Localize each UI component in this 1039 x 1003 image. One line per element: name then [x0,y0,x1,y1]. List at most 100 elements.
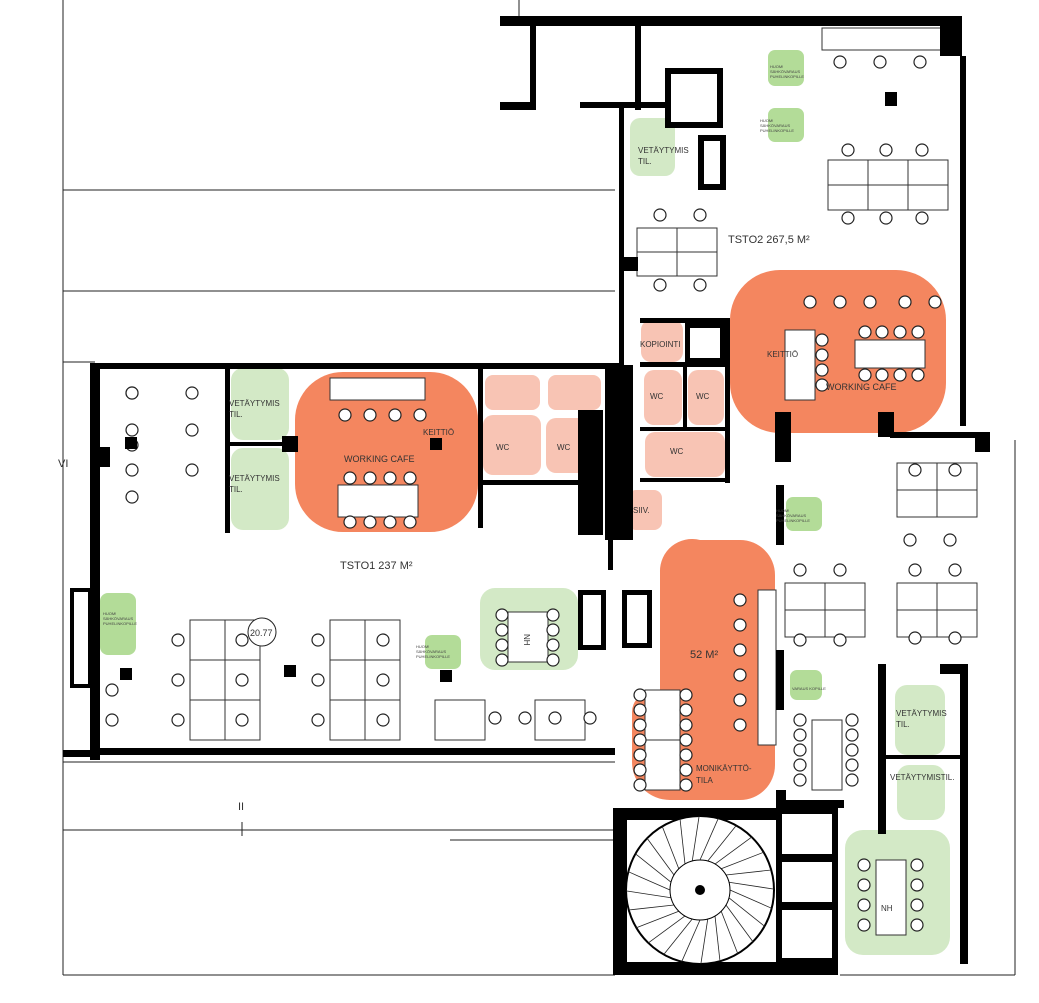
chair [948,563,962,577]
chair [903,533,917,547]
chair [793,728,807,742]
desk [827,159,869,186]
chair [793,563,807,577]
svg-text:PUHELINKOPILLE: PUHELINKOPILLE [760,128,794,133]
chair [879,143,893,157]
chair [857,918,871,932]
chair [633,733,647,747]
label-cleaning: SIIV. [633,506,650,515]
chair [125,490,139,504]
label-wc-1: WC [496,443,510,452]
chair [908,631,922,645]
chair [908,463,922,477]
desk [824,582,866,611]
wc-zone-5 [644,370,682,425]
chair [875,325,889,339]
phone-booth-4 [425,635,461,669]
chair [733,693,747,707]
svg-text:SÄHKÖVARAUS: SÄHKÖVARAUS [760,123,790,128]
chair [633,703,647,717]
chair [679,778,693,792]
chair [873,55,887,69]
desk [896,582,938,611]
chair [913,55,927,69]
chair [915,143,929,157]
chair [845,743,859,757]
chair [833,563,847,577]
desk [811,719,843,791]
svg-text:PUHELINKOPILLE: PUHELINKOPILLE [103,621,137,626]
chair [343,471,357,485]
chair [125,463,139,477]
desk [337,484,419,518]
label-multi-2: TILA [696,776,714,785]
chair [363,515,377,529]
desk [676,251,718,277]
chair [803,295,817,309]
desk [644,739,681,791]
label-wc-5: WC [670,447,684,456]
chair [858,368,872,382]
desk [189,659,226,701]
working-cafe-right-zone [730,270,946,433]
stair-step [646,838,675,876]
phone-note-3: HUOM! SÄHKÖVARAUS PUHELINKOPILLE [103,611,137,626]
stair-step [628,871,671,891]
svg-text:SÄHKÖVARAUS: SÄHKÖVARAUS [776,513,806,518]
chair [363,471,377,485]
chair [495,653,509,667]
desk [907,184,949,211]
svg-text:PUHELINKOPILLE: PUHELINKOPILLE [416,654,450,659]
chair [171,673,185,687]
level-marker-circle [247,617,277,647]
chair [311,713,325,727]
svg-text:HUOM!: HUOM! [416,644,429,649]
chair [911,325,925,339]
chair [105,683,119,697]
chair [488,711,502,725]
chair [793,633,807,647]
chair [948,631,962,645]
chair [633,688,647,702]
chair [518,711,532,725]
chair [845,758,859,772]
desk [636,227,678,253]
label-meeting-right: NH [881,904,893,913]
stair-step [729,889,772,909]
chair [546,623,560,637]
chair [793,773,807,787]
chair [633,718,647,732]
stair-step [728,881,775,890]
chair [863,295,877,309]
label-meeting-left: NH [522,634,531,646]
label-wc-4: WC [696,392,710,401]
chair [653,208,667,222]
chair [376,633,390,647]
chair [403,515,417,529]
cleaning-zone [628,490,662,530]
desk [896,489,938,518]
desk [329,619,366,661]
chair [845,773,859,787]
stair-step [635,853,672,883]
desk [189,619,226,661]
chair [948,463,962,477]
chair [546,653,560,667]
axis-vi: VI [58,458,68,470]
chair [910,918,924,932]
stair-step [691,815,700,862]
label-multi-1: MONIKÄYTTÖ- [696,764,752,773]
phone-note-6: VARAUS KOPILLE [792,686,826,691]
chair [235,713,249,727]
svg-text:HUOM!: HUOM! [776,508,789,513]
svg-text:PUHELINKOPILLE: PUHELINKOPILLE [776,518,810,523]
desk [936,582,978,611]
chair [845,713,859,727]
quiet-room-right-2-zone [897,765,945,820]
svg-text:SÄHKÖVARAUS: SÄHKÖVARAUS [416,649,446,654]
label-wc-3: WC [650,392,664,401]
zones [100,50,950,955]
chair [171,633,185,647]
chair [495,608,509,622]
area-multi: 52 M² [690,649,718,661]
